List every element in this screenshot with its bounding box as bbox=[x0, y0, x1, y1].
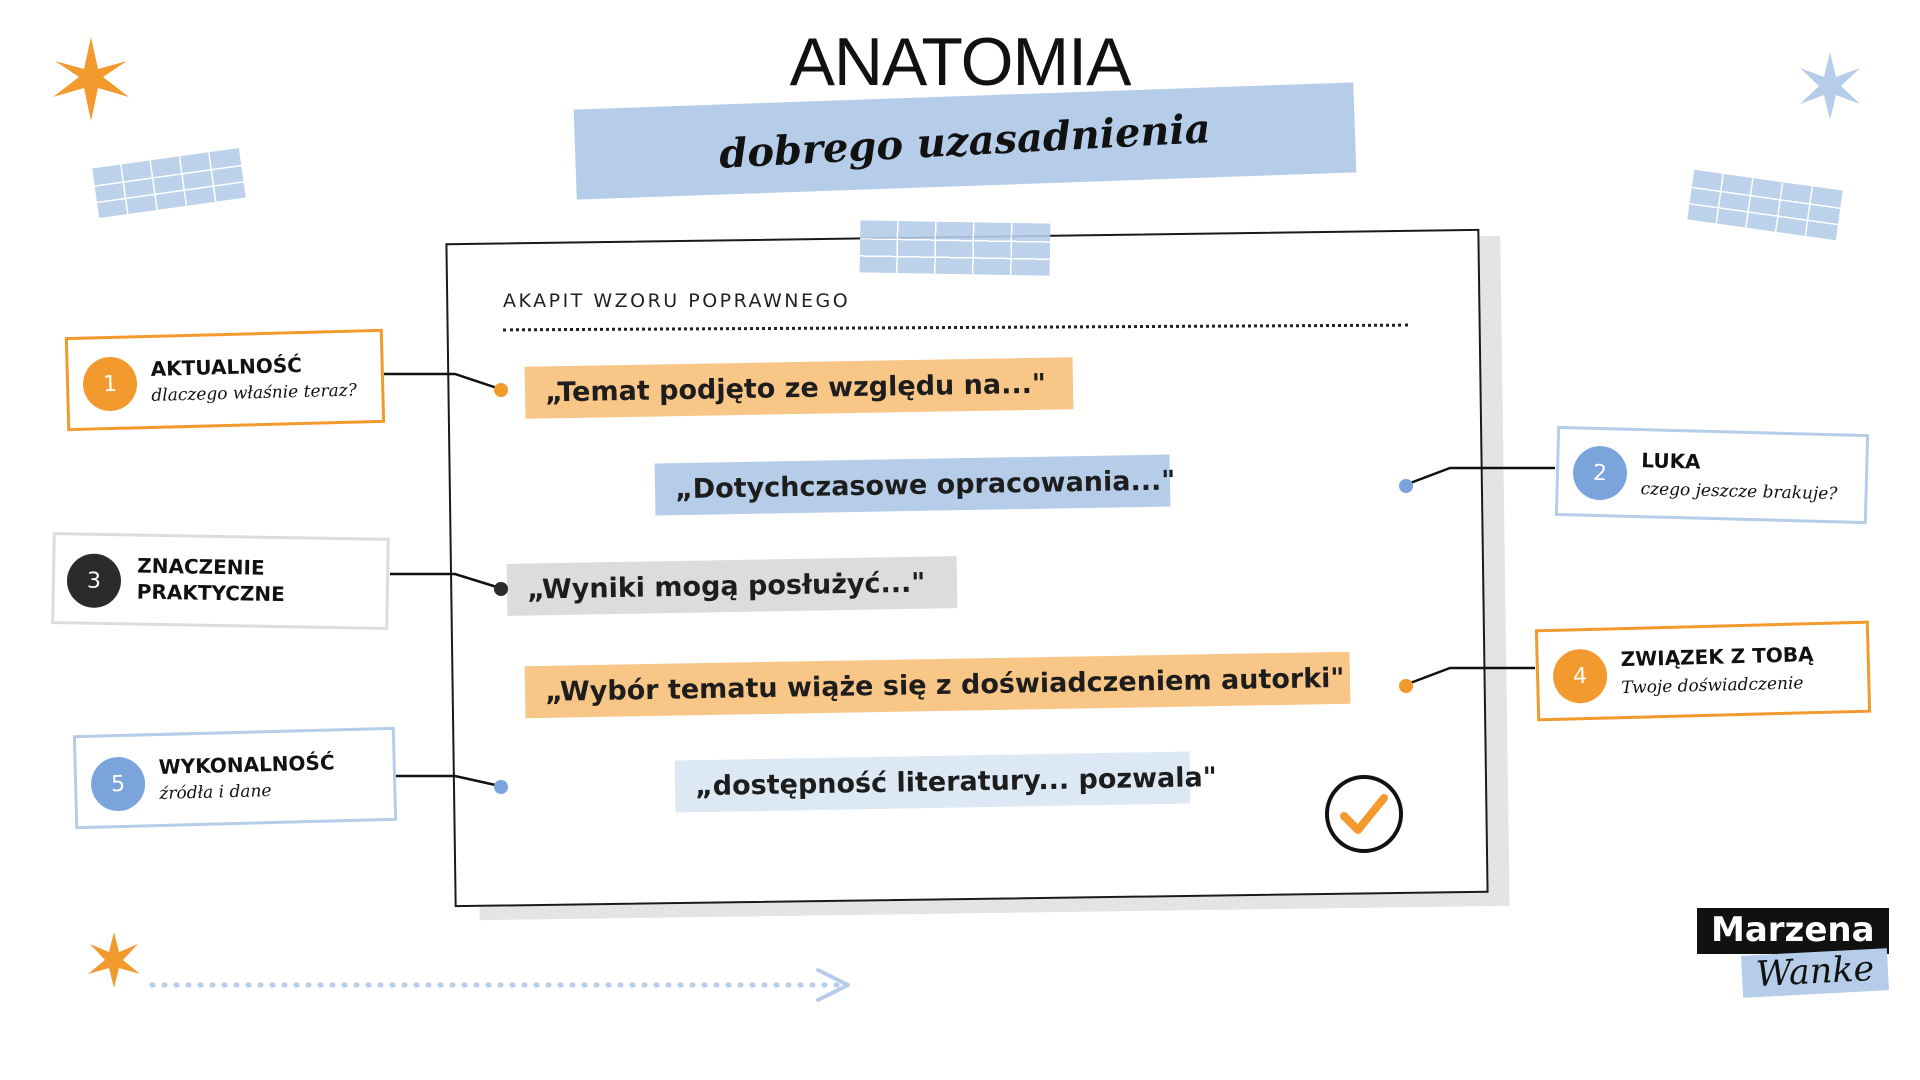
connector-dot-2 bbox=[1399, 479, 1413, 493]
criterion-subtitle-2: czego jeszcze brakuje? bbox=[1640, 479, 1838, 505]
check-icon bbox=[1325, 775, 1403, 853]
badge-2: 2 bbox=[1572, 445, 1628, 501]
criterion-title-1: AKTUALNOŚĆ bbox=[150, 352, 303, 381]
criterion-title-2: LUKA bbox=[1641, 448, 1701, 474]
criterion-card-3: 3 ZNACZENIE PRAKTYCZNE bbox=[51, 532, 390, 630]
badge-3: 3 bbox=[66, 553, 122, 609]
star-icon-top-left bbox=[53, 37, 129, 121]
arrow-icon bbox=[149, 968, 850, 1002]
badge-4: 4 bbox=[1552, 648, 1608, 704]
criterion-card-2: 2 LUKA czego jeszcze brakuje? bbox=[1554, 425, 1870, 525]
criterion-card-1: 1 AKTUALNOŚĆ dlaczego właśnie teraz? bbox=[64, 328, 386, 432]
criterion-card-4: 4 ZWIĄZEK Z TOBĄ Twoje doświadczenie bbox=[1534, 620, 1872, 722]
connector-dot-4 bbox=[1399, 679, 1413, 693]
connector-dot-3 bbox=[494, 582, 508, 596]
badge-1: 1 bbox=[82, 356, 138, 412]
section-label: AKAPIT WZORU POPRAWNEGO bbox=[503, 290, 851, 312]
logo-name: Marzena bbox=[1697, 908, 1889, 954]
connector-dot-1 bbox=[494, 383, 508, 397]
logo-surname: Wanke bbox=[1741, 948, 1890, 998]
criterion-title-3: ZNACZENIE PRAKTYCZNE bbox=[136, 553, 286, 607]
criterion-card-5: 5 WYKONALNOŚĆ źródła i dane bbox=[72, 726, 398, 830]
criterion-title-4: ZWIĄZEK Z TOBĄ bbox=[1620, 642, 1814, 672]
badge-5: 5 bbox=[90, 756, 146, 812]
criterion-subtitle-5: źródła i dane bbox=[159, 781, 272, 804]
star-icon-bottom-left bbox=[88, 932, 140, 988]
connector-dot-5 bbox=[494, 780, 508, 794]
page-title: ANATOMIA bbox=[789, 24, 1132, 100]
criterion-subtitle-4: Twoje doświadczenie bbox=[1621, 673, 1804, 699]
criterion-title-5: WYKONALNOŚĆ bbox=[158, 750, 335, 779]
star-icon-top-right bbox=[1800, 52, 1860, 120]
criterion-subtitle-1: dlaczego właśnie teraz? bbox=[151, 380, 358, 406]
